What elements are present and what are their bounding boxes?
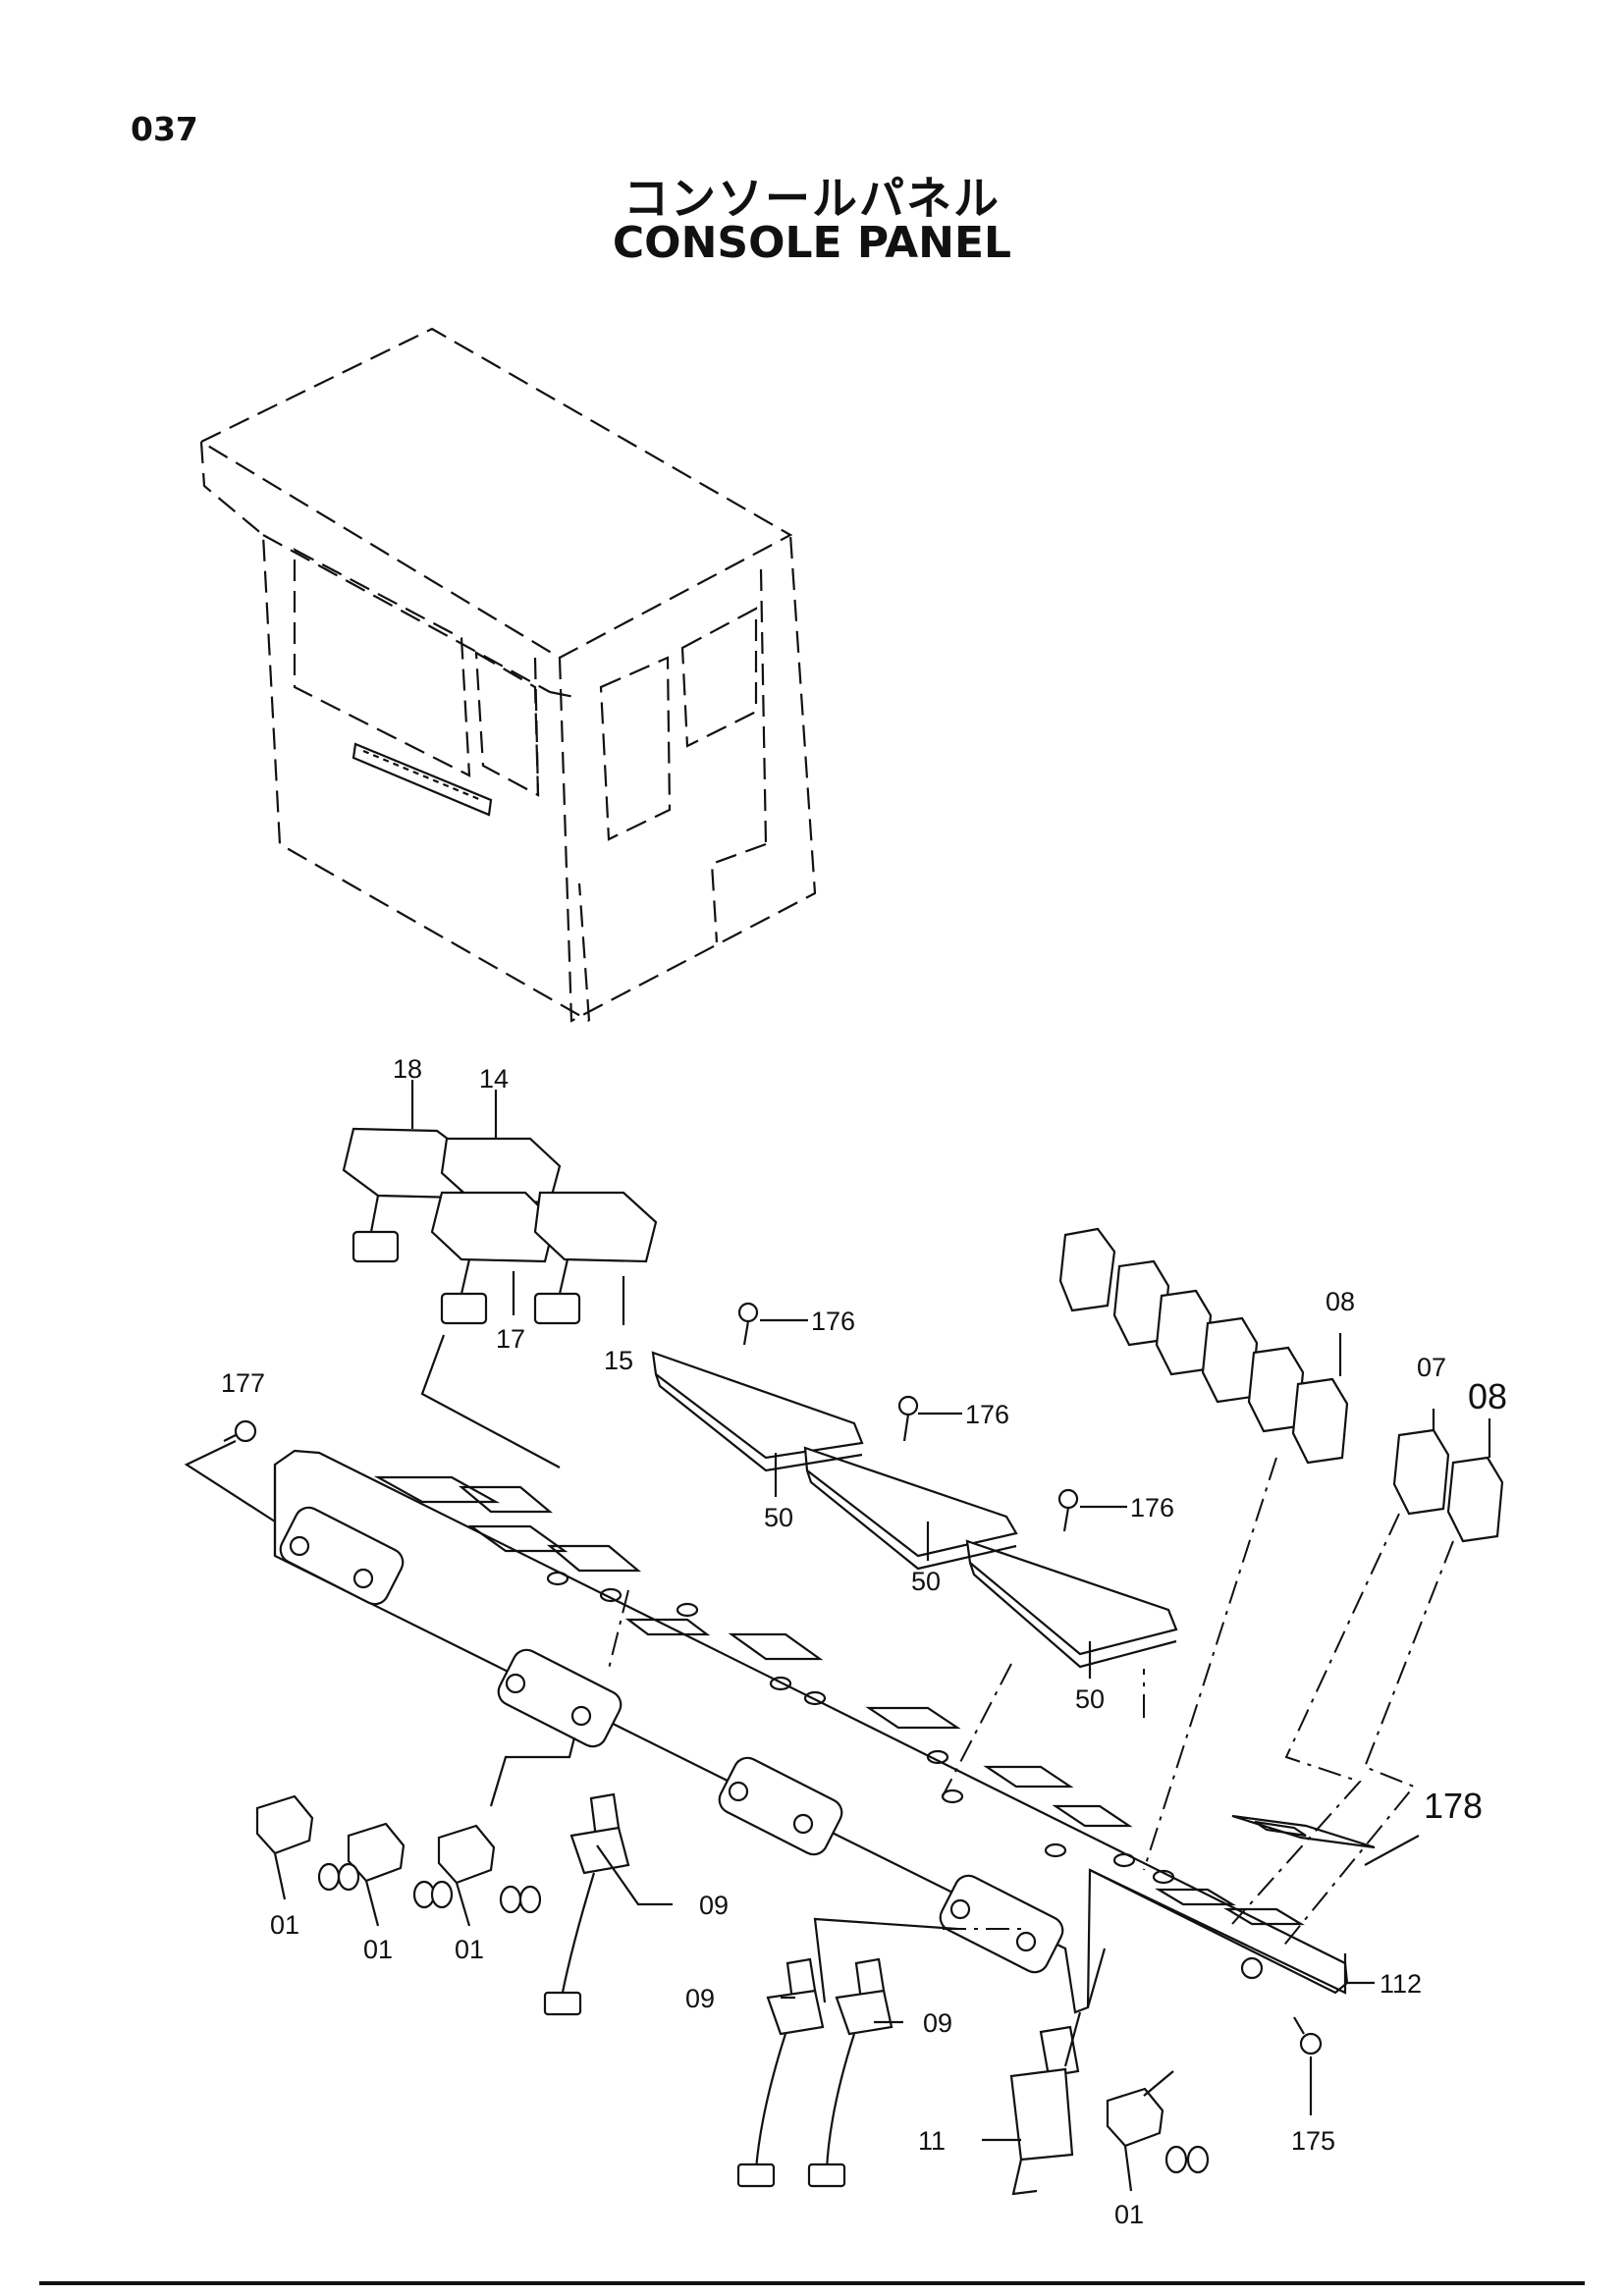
callout-01-c: 01 — [455, 1935, 484, 1964]
callout-176-c: 176 — [1130, 1493, 1174, 1522]
callout-09-a: 09 — [699, 1891, 729, 1920]
callout-50-b: 50 — [911, 1567, 941, 1596]
callout-08-a: 08 — [1326, 1287, 1355, 1316]
callout-01-b: 01 — [363, 1935, 393, 1964]
title-english: CONSOLE PANEL — [612, 218, 1012, 268]
callout-09-c: 09 — [923, 2008, 952, 2038]
cab-phantom-outline — [198, 327, 817, 1023]
page-number: 037 — [131, 110, 198, 148]
callout-50-a: 50 — [764, 1503, 793, 1532]
callout-177: 177 — [221, 1368, 265, 1398]
callout-18: 18 — [393, 1054, 422, 1084]
callout-labels: 18 14 17 15 177 176 176 176 50 50 50 08 … — [221, 1054, 1507, 2229]
callout-112: 112 — [1380, 1969, 1422, 1999]
callout-01-d: 01 — [1114, 2200, 1144, 2229]
connectors-01 — [255, 1794, 1210, 2174]
callout-14: 14 — [479, 1064, 509, 1094]
callout-17: 17 — [496, 1324, 525, 1354]
leader-lines — [184, 1080, 1491, 2192]
screws — [223, 1302, 1323, 2056]
callout-01-a: 01 — [270, 1910, 299, 1940]
title-japanese: コンソールパネル — [623, 172, 1001, 225]
callout-07: 07 — [1417, 1353, 1446, 1382]
callout-09-b: 09 — [685, 1984, 715, 2013]
meter-cluster — [342, 1127, 658, 1325]
callout-175: 175 — [1291, 2126, 1335, 2156]
callout-176-b: 176 — [965, 1400, 1009, 1429]
callout-08-b: 08 — [1468, 1376, 1507, 1416]
decal-178 — [1231, 1814, 1376, 1849]
pressure-switches — [543, 1792, 1080, 2196]
callout-15: 15 — [604, 1346, 633, 1375]
callout-11: 11 — [918, 2126, 946, 2156]
console-panel-112 — [273, 1449, 1349, 2014]
callout-178: 178 — [1424, 1786, 1483, 1826]
covers-50 — [651, 1351, 1178, 1669]
switch-row — [1058, 1227, 1504, 1543]
callout-50-c: 50 — [1075, 1684, 1105, 1714]
callout-176-a: 176 — [811, 1307, 855, 1336]
